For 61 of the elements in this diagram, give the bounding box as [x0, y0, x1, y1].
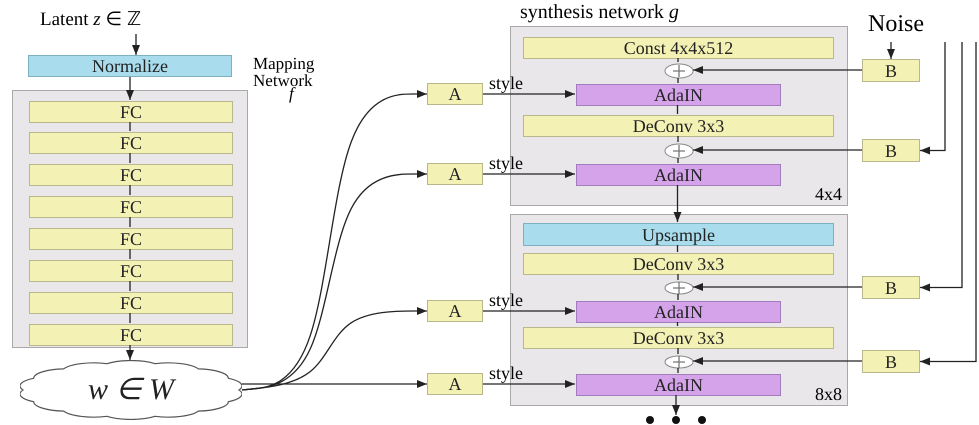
adder-circle [664, 63, 694, 79]
layer-box: A [427, 300, 483, 322]
layer-box: B [862, 350, 920, 373]
arrow [693, 146, 862, 154]
resolution-label: 4x4 [815, 185, 842, 203]
resolution-label: 8x8 [815, 385, 842, 403]
arrow [483, 380, 575, 388]
layer-box: DeConv 3x3 [523, 115, 834, 137]
adder-circle [664, 143, 694, 159]
arrow [242, 380, 427, 388]
layer-box: FC [29, 260, 233, 282]
edge-label: style [489, 154, 523, 172]
layer-box: FC [29, 292, 233, 314]
layer-box: FC [29, 228, 233, 250]
layer-box: B [862, 276, 920, 299]
adain-box: AdaIN [576, 374, 781, 396]
adder-circle [664, 281, 694, 295]
layer-box: FC [29, 196, 233, 218]
layer-box: DeConv 3x3 [523, 253, 834, 275]
layer-box: DeConv 3x3 [523, 327, 834, 349]
layer-box: FC [29, 101, 233, 123]
input-label: Noise [867, 12, 925, 36]
layer-box: A [427, 163, 483, 185]
adder-circle [664, 355, 694, 369]
arrow [920, 42, 946, 154]
layer-box: A [427, 83, 483, 105]
arrow [672, 395, 680, 415]
arrow [483, 170, 575, 178]
arrow [132, 34, 140, 55]
arrow [693, 357, 862, 365]
latent-cloud: w ∈ W [20, 360, 242, 420]
arrow [920, 42, 977, 366]
adain-box: AdaIN [576, 301, 781, 323]
arrow [674, 185, 682, 222]
layer-box: A [427, 373, 483, 395]
arrow [887, 42, 895, 59]
arrow [483, 307, 575, 315]
arrow [920, 42, 963, 292]
operation-box: Upsample [523, 223, 834, 246]
layer-box: FC [29, 132, 233, 154]
adain-box: AdaIN [576, 164, 781, 186]
arrow [126, 77, 134, 100]
layer-box: FC [29, 324, 233, 346]
arrow [242, 307, 427, 391]
arrow [693, 66, 862, 74]
adain-box: AdaIN [576, 84, 781, 106]
layer-box: Const 4x4x512 [523, 37, 834, 59]
operation-box: Normalize [28, 55, 232, 77]
function-symbol: f [289, 85, 294, 102]
arrow [126, 345, 134, 360]
arrow [483, 90, 575, 98]
input-label: Latent z ∈ ℤ [40, 10, 142, 29]
edge-label: style [489, 291, 523, 309]
continuation-dots [645, 415, 707, 425]
arrow [693, 283, 862, 291]
layer-box: B [862, 139, 920, 162]
edge-label: style [489, 74, 523, 92]
layer-box: B [862, 59, 920, 82]
layer-box: FC [29, 164, 233, 186]
edge-label: style [489, 364, 523, 382]
diagram-title: synthesis network g [520, 1, 679, 23]
